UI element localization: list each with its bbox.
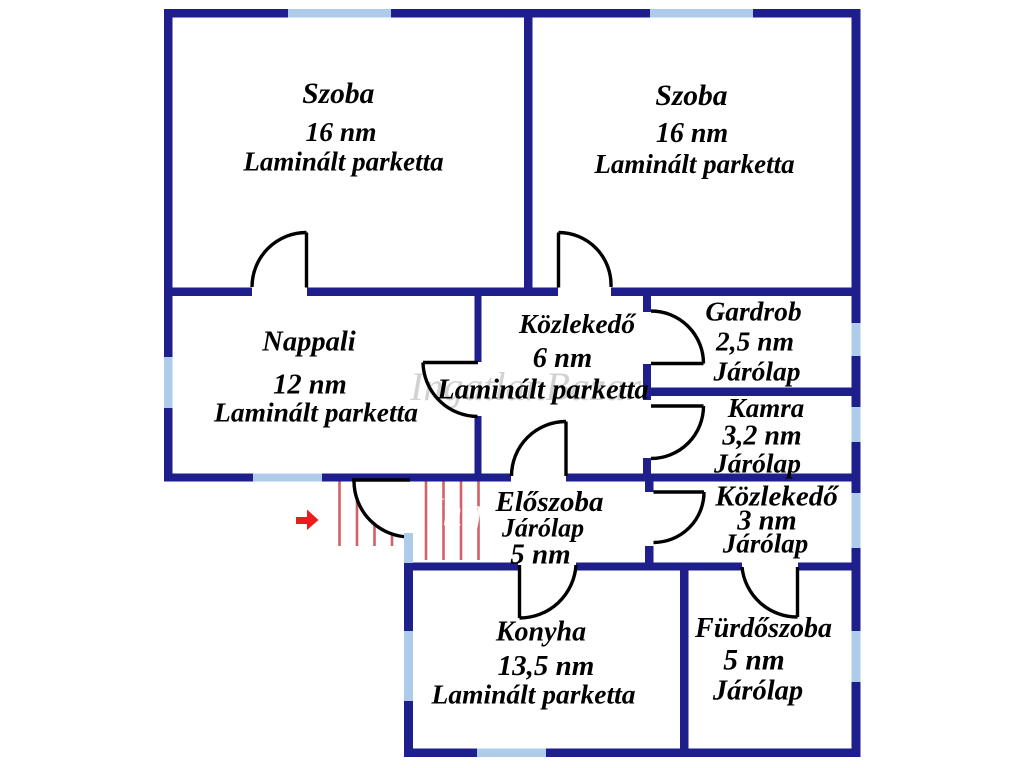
svg-text:Laminált parketta: Laminált parketta: [431, 679, 636, 710]
svg-text:Szoba: Szoba: [655, 80, 727, 112]
svg-text:Laminált parketta: Laminált parketta: [436, 375, 648, 406]
svg-text:Nappali: Nappali: [261, 327, 356, 358]
svg-text:Közlekedő: Közlekedő: [714, 481, 839, 513]
svg-text:Gardrob: Gardrob: [705, 296, 801, 327]
svg-text:16 nm: 16 nm: [305, 116, 376, 147]
svg-text:5 nm: 5 nm: [723, 645, 784, 677]
svg-text:Járólap: Járólap: [712, 356, 800, 387]
svg-text:13,5 nm: 13,5 nm: [498, 650, 595, 682]
svg-text:16 nm: 16 nm: [656, 118, 728, 149]
svg-text:Laminált parketta: Laminált parketta: [242, 147, 443, 177]
svg-text:Laminált parketta: Laminált parketta: [213, 397, 418, 428]
svg-text:Konyha: Konyha: [495, 617, 586, 648]
svg-text:Járólap: Járólap: [713, 448, 801, 479]
svg-text:Járólap: Járólap: [712, 676, 803, 707]
svg-text:Kamra: Kamra: [727, 393, 805, 423]
svg-text:Szoba: Szoba: [302, 78, 374, 110]
svg-text:3,2 nm: 3,2 nm: [721, 421, 801, 452]
svg-text:Előszoba: Előszoba: [495, 486, 604, 518]
svg-text:Fürdőszoba: Fürdőszoba: [694, 613, 832, 644]
svg-text:3 nm: 3 nm: [736, 506, 796, 537]
svg-text:6 nm: 6 nm: [533, 343, 592, 374]
svg-text:IngatlanBazar: IngatlanBazar: [428, 489, 661, 534]
svg-text:IngatlanBazar: IngatlanBazar: [409, 364, 642, 409]
svg-text:Laminált parketta: Laminált parketta: [593, 149, 794, 179]
svg-text:Járólap: Járólap: [501, 514, 584, 543]
svg-text:Járólap: Járólap: [722, 529, 809, 559]
svg-text:Közlekedő: Közlekedő: [518, 308, 637, 339]
svg-text:5 nm: 5 nm: [510, 539, 570, 571]
svg-text:12 nm: 12 nm: [273, 370, 347, 401]
svg-text:2,5 nm: 2,5 nm: [715, 326, 794, 357]
